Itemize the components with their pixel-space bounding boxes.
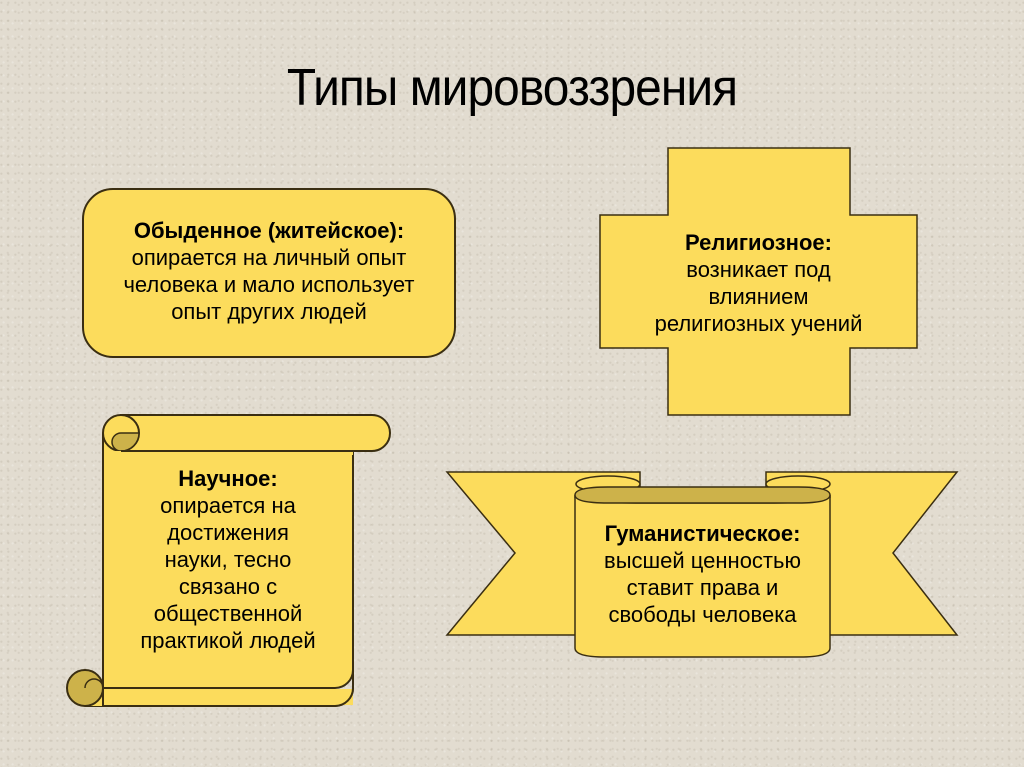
everyday-heading: Обыденное (житейское): <box>133 218 405 243</box>
scientific-line-2: достижения <box>167 520 289 545</box>
scientific-line-1: опирается на <box>160 493 296 518</box>
scientific-line-3: науки, тесно <box>164 547 292 572</box>
religious-line-1: возникает под <box>686 257 831 282</box>
everyday-line-3: опыт других людей <box>171 299 367 324</box>
everyday-card-shape <box>82 188 456 358</box>
religious-line-2: влиянием <box>708 284 809 309</box>
slide-title: Типы мировоззрения <box>286 59 738 117</box>
scientific-line-4: связано с <box>178 574 278 599</box>
religious-card: Религиозное: возникает под влиянием рели… <box>600 229 917 337</box>
religious-cross-shape <box>599 147 918 416</box>
everyday-line-2: человека и мало использует <box>123 272 415 297</box>
humanistic-ribbon-shape <box>445 471 959 658</box>
humanistic-card: Гуманистическое: высшей ценностью ставит… <box>575 520 830 628</box>
scientific-scroll-shape <box>66 414 391 707</box>
religious-line-3: религиозных учений <box>654 311 863 336</box>
scientific-card: Научное: опирается на достижения науки, … <box>103 465 353 654</box>
humanistic-line-3: свободы человека <box>608 602 797 627</box>
humanistic-line-2: ставит права и <box>626 575 779 600</box>
scientific-line-5: общественной <box>153 601 303 626</box>
scientific-heading: Научное: <box>178 466 278 491</box>
religious-heading: Религиозное: <box>685 230 832 255</box>
everyday-card: Обыденное (житейское): опирается на личн… <box>83 217 455 325</box>
scientific-line-6: практикой людей <box>140 628 316 653</box>
humanistic-line-1: высшей ценностью <box>604 548 801 573</box>
humanistic-heading: Гуманистическое: <box>604 521 801 546</box>
everyday-line-1: опирается на личный опыт <box>131 245 407 270</box>
